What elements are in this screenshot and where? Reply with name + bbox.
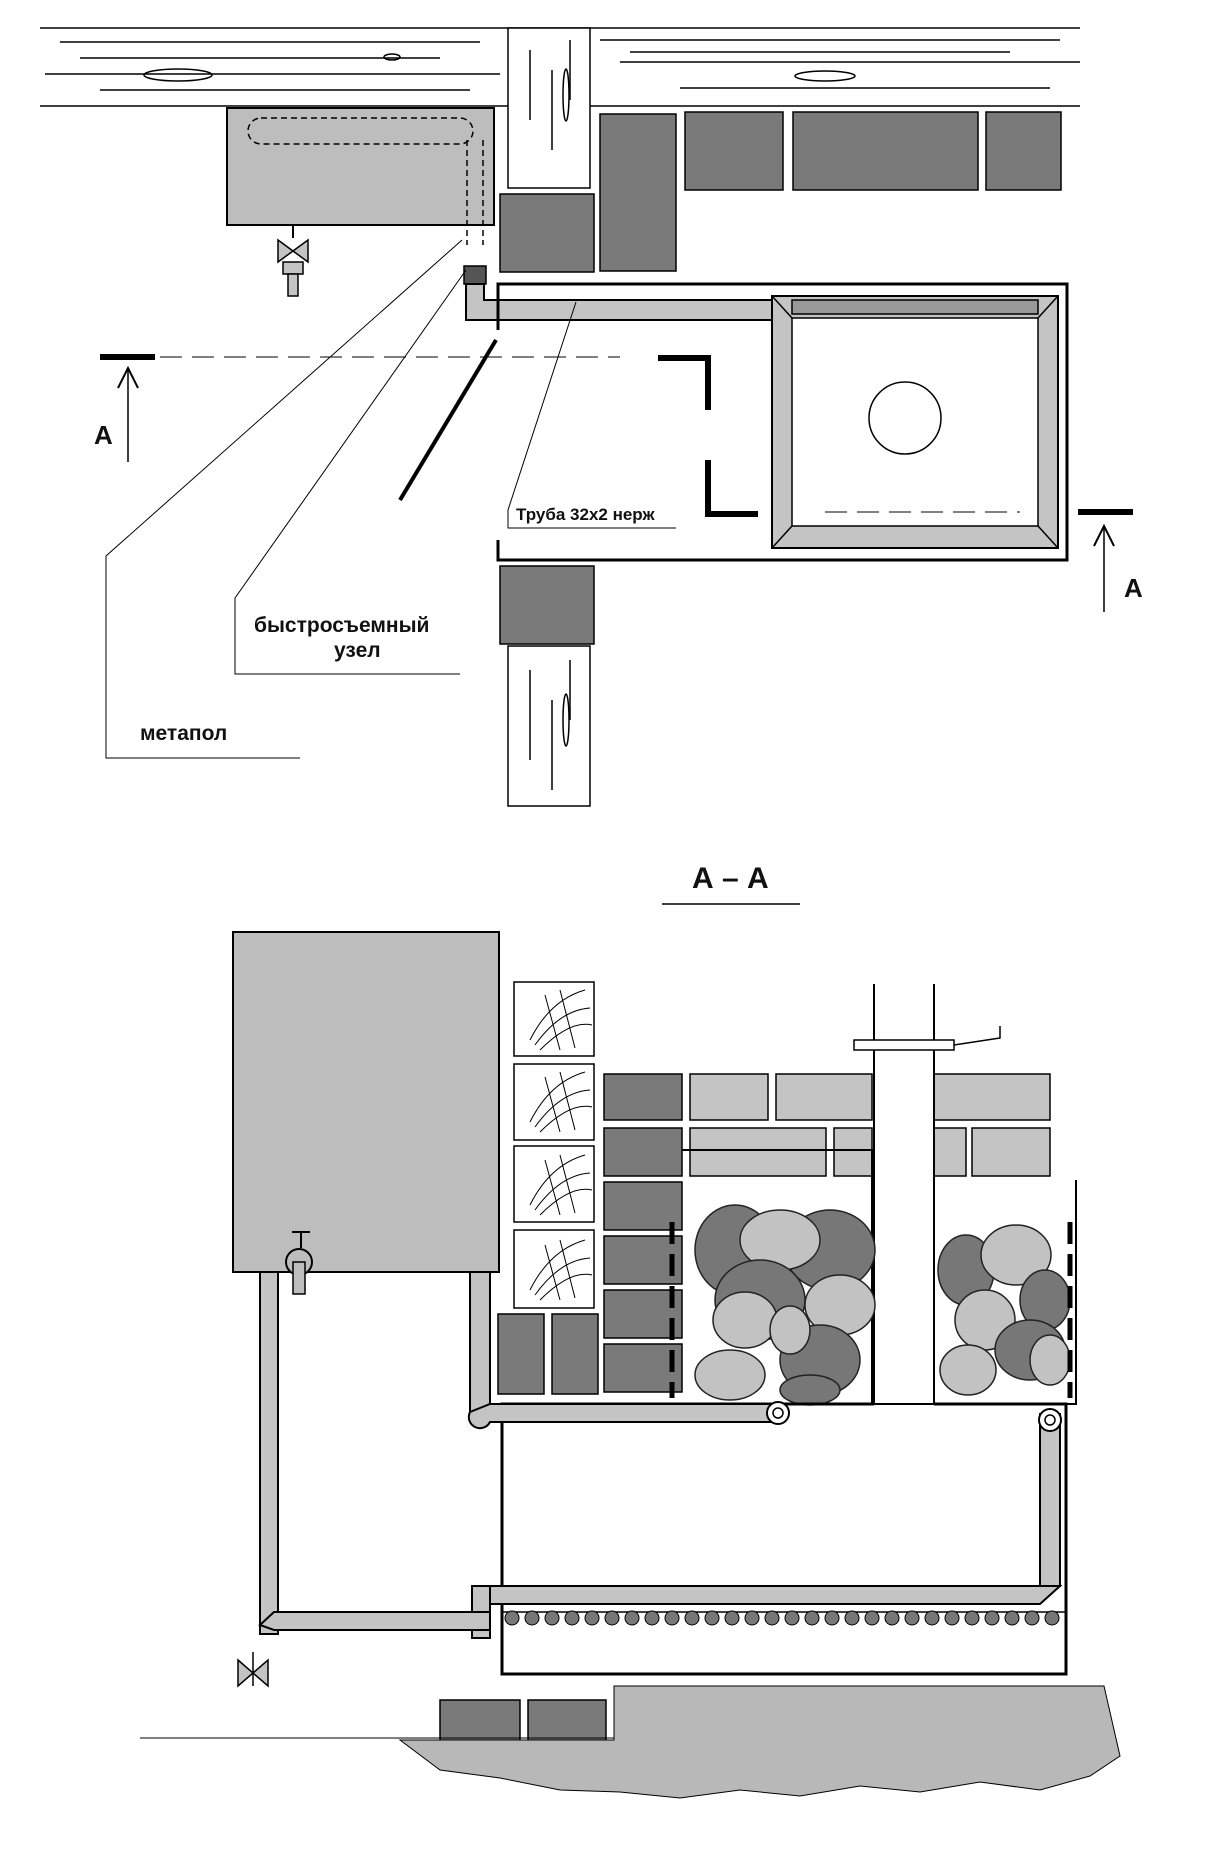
valve-icon	[277, 225, 309, 297]
insulation-tiles	[513, 981, 595, 1309]
ground	[140, 1685, 1121, 1799]
grate-holes	[504, 1610, 1060, 1626]
section-title: А – А	[692, 862, 769, 895]
plan-pipe	[465, 283, 791, 321]
valve-icon	[237, 1652, 269, 1688]
sauna-stones-left	[682, 1149, 876, 1406]
section-line	[100, 354, 1133, 515]
wall-post-top	[507, 27, 591, 189]
quick-connect-label-2: узел	[334, 639, 381, 662]
stove-section	[500, 1402, 1068, 1676]
water-tank-plan	[226, 107, 495, 245]
tap-icon	[285, 1231, 313, 1295]
quick-connect-node	[463, 265, 487, 285]
floor-boards-top	[40, 27, 1080, 107]
water-tank-section	[232, 931, 500, 1273]
quick-connect-label: быстросъемный	[254, 614, 429, 637]
stove-plan	[398, 282, 1069, 562]
section-arrow-icon	[117, 365, 1115, 612]
plan-bricks	[499, 111, 1062, 645]
section-marker-right: А	[1124, 573, 1143, 603]
plan-view: А А Труба 32х2 нерж быстросъемный узел м…	[40, 27, 1143, 807]
pipe-label: Труба 32х2 нерж	[516, 505, 655, 524]
leader-lines	[105, 239, 676, 759]
section-pipes	[258, 1271, 1063, 1639]
sauna-stones-right	[934, 1180, 1077, 1405]
metapol-label: метапол	[140, 722, 227, 745]
section-view: А – А	[140, 862, 1121, 1799]
section-marker-left: А	[94, 420, 113, 450]
wall-post-bottom	[507, 645, 591, 807]
chimney	[853, 984, 1001, 1405]
